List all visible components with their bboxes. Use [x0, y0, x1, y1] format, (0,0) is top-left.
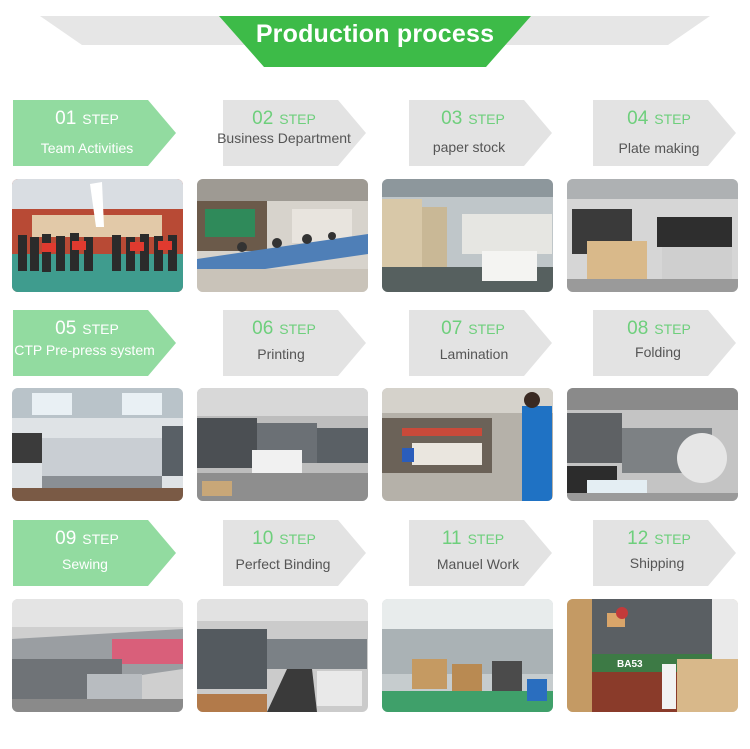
step-11-tab: 11 STEP Manuel Work	[409, 520, 579, 586]
step-word: STEP	[654, 111, 691, 127]
step-label: Printing	[257, 346, 305, 362]
step-label: Team Activities	[40, 140, 134, 156]
ctp-prepress-photo	[12, 388, 183, 501]
business-department-photo	[197, 179, 368, 292]
manual-work-photo	[382, 599, 553, 712]
page-title: Production process	[255, 20, 495, 48]
plate-making-photo	[567, 179, 738, 292]
step-07-tab: 07 STEP Lamination	[409, 310, 579, 376]
step-number: 07	[441, 318, 463, 339]
step-label: CTP Pre-press system	[14, 342, 155, 358]
step-number: 08	[627, 318, 649, 339]
step-label: Plate making	[618, 140, 700, 156]
step-number: 04	[627, 108, 649, 129]
step-05-tab: 05 STEP CTP Pre-press system	[13, 310, 183, 376]
step-word: STEP	[468, 111, 505, 127]
step-label: paper stock	[432, 139, 506, 155]
step-03-tab: 03 STEP paper stock	[409, 100, 579, 166]
step-word: STEP	[279, 111, 316, 127]
step-09-tab: 09 STEP Sewing	[13, 520, 183, 586]
paper-stock-photo	[382, 179, 553, 292]
perfect-binding-photo	[197, 599, 368, 712]
step-number: 09	[55, 528, 77, 549]
step-word: STEP	[468, 321, 505, 337]
step-12-tab: 12 STEP Shipping	[593, 520, 750, 586]
shipping-photo: BA53	[567, 599, 738, 712]
step-label: Shipping	[629, 555, 685, 571]
step-word: STEP	[82, 531, 119, 547]
step-number: 06	[252, 318, 274, 339]
step-number: 01	[55, 108, 77, 129]
step-label: Folding	[635, 344, 681, 360]
step-01-tab: 01 STEP Team Activities	[13, 100, 183, 166]
step-08-tab: 08 STEP Folding	[593, 310, 750, 376]
folding-photo	[567, 388, 738, 501]
step-word: STEP	[82, 321, 119, 337]
step-label: Sewing	[62, 556, 108, 572]
step-number: 02	[252, 108, 274, 129]
step-06-tab: 06 STEP Printing	[223, 310, 393, 376]
step-word: STEP	[279, 531, 316, 547]
step-word: STEP	[654, 531, 691, 547]
printing-photo	[197, 388, 368, 501]
team-activities-photo	[12, 179, 183, 292]
step-number: 03	[441, 108, 463, 129]
step-word: STEP	[82, 111, 119, 127]
step-number: 11	[441, 528, 462, 549]
truck-plate-text: BA53	[617, 659, 643, 670]
step-number: 05	[55, 318, 77, 339]
step-label: Business Department	[217, 130, 351, 146]
step-word: STEP	[279, 321, 316, 337]
step-word: STEP	[654, 321, 691, 337]
step-10-tab: 10 STEP Perfect Binding	[223, 520, 393, 586]
banner-shape	[40, 16, 710, 67]
header-banner: Production process	[0, 0, 750, 72]
step-label: Lamination	[439, 346, 509, 362]
step-label: Perfect Binding	[235, 556, 331, 572]
sewing-photo	[12, 599, 183, 712]
lamination-photo	[382, 388, 553, 501]
step-number: 12	[627, 528, 649, 549]
step-04-tab: 04 STEP Plate making	[593, 100, 750, 166]
step-label: Manuel Work	[436, 556, 520, 572]
step-word: STEP	[467, 531, 505, 547]
step-02-tab: 02 STEP Business Department	[217, 100, 393, 166]
step-number: 10	[252, 528, 274, 549]
